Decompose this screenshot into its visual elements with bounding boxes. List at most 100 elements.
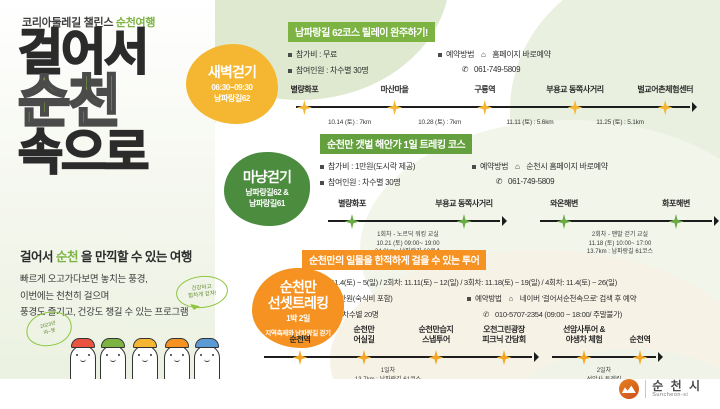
- section-heading-dawn-walk: 남파랑길 62코스 릴레이 완주하기!: [288, 22, 435, 42]
- blurb-body-line-1: 빠르게 오고가다보면 놓치는 풍경,: [20, 274, 148, 285]
- timeline-axis: [296, 101, 697, 114]
- mascot-2-hat: [101, 338, 125, 348]
- kicker-prefix: 코리아둘레길 챌린스: [22, 17, 116, 29]
- blurb-heading-prefix: 걸어서: [20, 250, 56, 264]
- info-phone-dawn: ✆ 061-749-5809: [438, 65, 551, 74]
- info-people-leisure-label: 참여인원 : 차수별 30명: [328, 178, 401, 187]
- program-section-sunset-trekking: 순천만 선셋트레킹 1박 2일 지역축제와 남파랑길 걷기 순천만의 일몰을 한…: [252, 250, 717, 390]
- badge-dawn-walk-course: 남파랑길62: [214, 93, 250, 103]
- timeline-stop-label: 마산마을: [380, 85, 409, 94]
- timeline-node: [428, 350, 444, 365]
- info-reserve-sunset-value[interactable]: 네이버 '걸어서순천속으로' 검색 후 예약: [519, 294, 637, 303]
- bullet-icon: [467, 296, 471, 301]
- info-people-dawn: 참여인원 : 차수별 30명: [288, 65, 438, 76]
- mascot-4-body: [164, 345, 190, 385]
- bullet-icon: [288, 52, 292, 57]
- timeline-stop-label-line-2: 어실길: [353, 335, 375, 344]
- timeline-leg-info: 11.25 (토) : 5.1km: [596, 119, 644, 126]
- mascot-3-hat: [133, 338, 157, 348]
- timeline-course-caption: 2회차 - 맨발 걷기 교실 11.18 (토) 10:00~ 17:00 13…: [587, 231, 653, 257]
- badge-dawn-walk-title: 새벽걷기: [207, 64, 257, 81]
- mascot-1-hat: [71, 338, 95, 348]
- kicker-highlight: 순천여행: [115, 17, 156, 29]
- blurb-body-line-2: 이번에는 천천히 걸으며: [20, 290, 110, 302]
- badge-leisure-walk-course-1: 남파랑길62 &: [245, 188, 289, 198]
- timeline-stop-label: 화포해변: [662, 199, 690, 208]
- badge-sunset-duration: 1박 2일: [286, 314, 310, 324]
- info-reserve-dawn-label: 예약방법: [446, 50, 475, 59]
- timeline-stop-label-line-2: 야생차 체험: [565, 335, 603, 344]
- timeline-node: [456, 214, 472, 229]
- mascot-3: [132, 338, 158, 385]
- info-block-dawn-walk: 참가비 : 무료 참여인원 : 차수별 30명 예약방법 ⌂ 홈페이지 바로예약: [288, 49, 706, 76]
- bullet-icon: [320, 180, 324, 185]
- badge-sunset-theme: 지역축제와 남파랑길 걷기: [265, 329, 331, 337]
- info-reserve-dawn: 예약방법 ⌂ 홈페이지 바로예약: [438, 49, 551, 60]
- timeline-axis-day-2: [552, 351, 663, 364]
- timeline-node: [292, 350, 308, 365]
- info-phone-sunset-value[interactable]: 010-5707-2354 (09:00 ~ 18:00/ 주말불가): [495, 310, 623, 319]
- info-fee-sunset-label: 참가비 : 7만원(숙식비 포함): [310, 294, 393, 303]
- mascot-4-face: [169, 354, 185, 364]
- home-icon: ⌂: [514, 162, 520, 171]
- timeline-node: [296, 100, 312, 115]
- bullet-icon: [288, 68, 292, 73]
- info-phone-leisure-value[interactable]: 061-749-5809: [508, 177, 555, 186]
- timeline-course-caption-line-1: 2회차 - 맨발 걷기 교실: [591, 232, 649, 238]
- timeline-leg-info: 10.28 (토) : 7km: [418, 119, 462, 126]
- timeline-stop-label: 선암사투어 & 야생차 체험: [563, 325, 605, 345]
- timeline-stop-label: 순천만 어실길: [354, 325, 375, 345]
- bullet-icon: [320, 164, 324, 169]
- timeline-stop-label-line-1: 순천만: [353, 325, 375, 334]
- timeline-node: [657, 100, 673, 115]
- title-line-2: 순천: [17, 70, 122, 135]
- phone-icon: ✆: [495, 177, 503, 186]
- info-reserve-dawn-value[interactable]: 홈페이지 바로예약: [492, 50, 551, 59]
- badge-sunset-title-line-1: 순천만: [279, 279, 317, 296]
- info-block-leisure-walk: 참가비 : 1만원(도시락 제공) 참여인원 : 차수별 30명 예약방법 ⌂ …: [320, 161, 714, 188]
- timeline-node: [576, 350, 592, 365]
- footer-background: [0, 379, 720, 409]
- timeline-course-caption-line-3: 13.7km : 남파랑길 61코스: [586, 249, 654, 256]
- timeline-stop-label: 와온해변: [550, 199, 578, 208]
- timeline-node: [632, 350, 648, 365]
- info-fee-leisure-label: 참가비 : 1만원(도시락 제공): [328, 162, 416, 171]
- timeline-leg-info: 10.14 (토) : 7km: [327, 119, 372, 126]
- timeline-stop-label: 순천만습지 스냅투어: [419, 325, 454, 345]
- timeline-course-caption-line-1: 1회차 - 노르딕 워킹 교실: [377, 232, 439, 238]
- timeline-node: [477, 100, 493, 115]
- badge-dawn-walk: 새벽걷기 06:30~09:30 남파랑길62: [186, 44, 278, 124]
- phone-icon: ✆: [461, 65, 469, 74]
- bullet-icon: [438, 52, 442, 57]
- timeline-day-caption-line-1: 1일차: [380, 368, 396, 374]
- mascot-5-face: [199, 354, 215, 364]
- mascot-characters: [70, 323, 220, 385]
- timeline-node: [496, 350, 512, 365]
- timeline-leg-info: 11.11 (토) : 5.6km: [506, 119, 554, 126]
- bullet-icon: [472, 164, 476, 169]
- logo-text-block: 순 천 시 Suncheon-si: [652, 380, 702, 398]
- timeline-stop-label: 벌교어촌체험센터: [637, 85, 694, 94]
- badge-dawn-walk-time: 06:30~09:30: [211, 83, 253, 93]
- blurb-body: 빠르게 오고가다보면 놓치는 풍경, 이번에는 천천히 걸으며 풍경도 즐기고,…: [20, 272, 220, 322]
- suncheon-city-logo: 순 천 시 Suncheon-si: [618, 379, 702, 399]
- info-block-sunset: 1회차: 11.4(토) ~ 5(일) / 2회차: 11.11(토) ~ 12…: [302, 277, 717, 320]
- info-phone-sunset: ✆ 010-5707-2354 (09:00 ~ 18:00/ 주말불가): [467, 309, 622, 320]
- logo-text-english: Suncheon-si: [652, 392, 689, 398]
- timeline-stop-label: 오천그린광장 피크닉 간담회: [482, 325, 526, 345]
- timeline-stop-label: 부용교 동쪽사거리: [435, 199, 493, 208]
- badge-sunset-trekking: 순천만 선셋트레킹 1박 2일 지역축제와 남파랑길 걷기: [252, 268, 344, 348]
- timeline-stop-label: 순천역: [289, 335, 311, 344]
- timeline-axis-day-1: [264, 351, 539, 364]
- badge-leisure-walk-title: 마냥걷기: [242, 169, 292, 186]
- timeline-stop-label: 순천역: [629, 335, 651, 344]
- title-line-3: 속으로: [17, 125, 150, 180]
- mascot-1-face: [75, 354, 91, 364]
- timeline-stop-label: 구룡역: [474, 85, 496, 94]
- program-section-leisure-walk: 마냥걷기 남파랑길62 & 남파랑길61 순천만 갯벌 해안가 1일 트레킹 코…: [224, 134, 719, 258]
- timeline-stop-label: 별량화포: [338, 199, 366, 208]
- info-reserve-leisure-value[interactable]: 순천시 홈페이지 바로예약: [526, 162, 608, 171]
- timeline-stop-label-line-1: 순천만습지: [418, 325, 454, 334]
- info-phone-dawn-value[interactable]: 061-749-5809: [474, 65, 521, 74]
- info-reserve-sunset: 예약방법 ⌂ 네이버 '걸어서순천속으로' 검색 후 예약: [467, 293, 637, 304]
